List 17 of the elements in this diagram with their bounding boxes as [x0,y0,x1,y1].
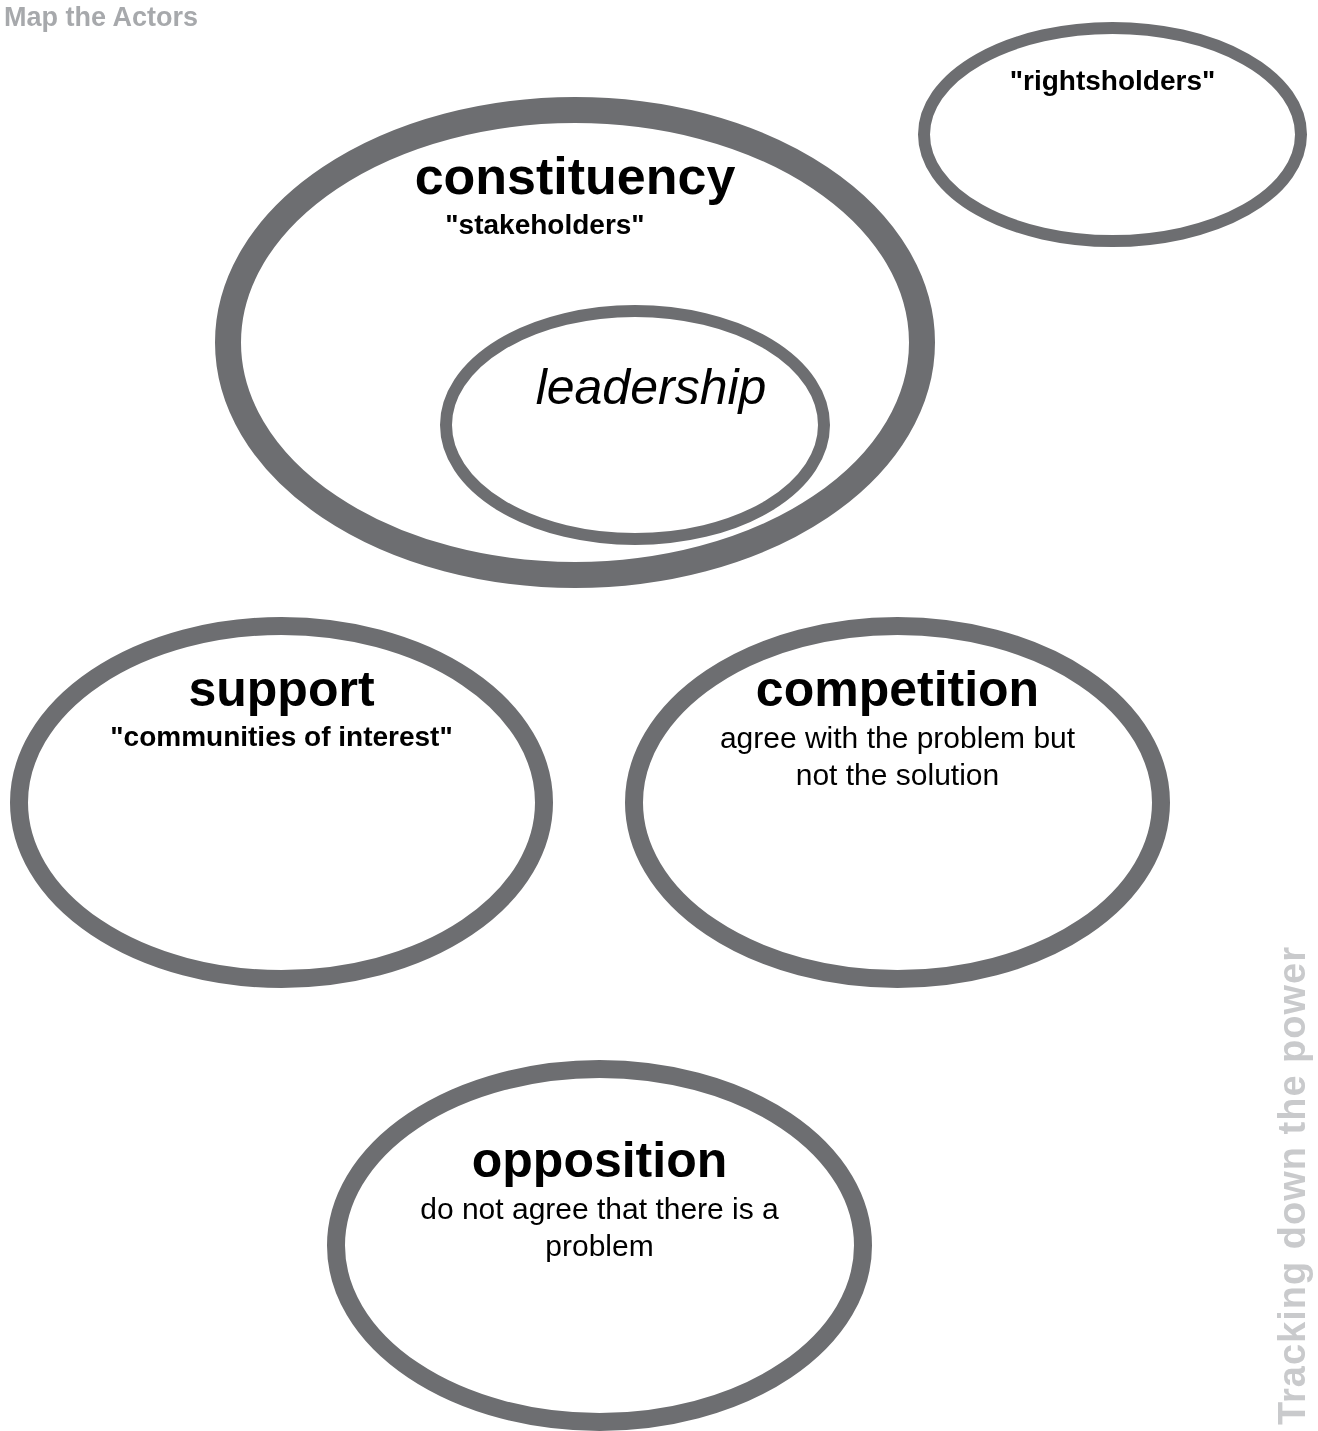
ellipse-description: do not agree that there is a problem [419,1191,780,1264]
ellipse-node [918,22,1307,247]
ellipse-title: competition [755,660,1040,719]
ellipse-title: support [188,660,375,719]
ellipse-title: opposition [471,1131,728,1190]
ellipse-node [10,617,553,988]
ellipse-subtitle: "stakeholders" [445,208,645,243]
ellipse-node [215,97,935,588]
ellipse-title: constituency [414,146,736,207]
ellipse-title: "rightsholders" [1009,64,1216,98]
ellipse-description: agree with the problem but not the solution [718,720,1077,793]
ellipse-node [440,305,830,545]
ellipse-node [625,617,1170,988]
ellipse-node [327,1060,872,1431]
ellipse-title: leadership [535,358,767,417]
ellipse-subtitle: "communities of interest" [110,720,453,754]
diagram-title: Map the Actors [4,2,199,33]
